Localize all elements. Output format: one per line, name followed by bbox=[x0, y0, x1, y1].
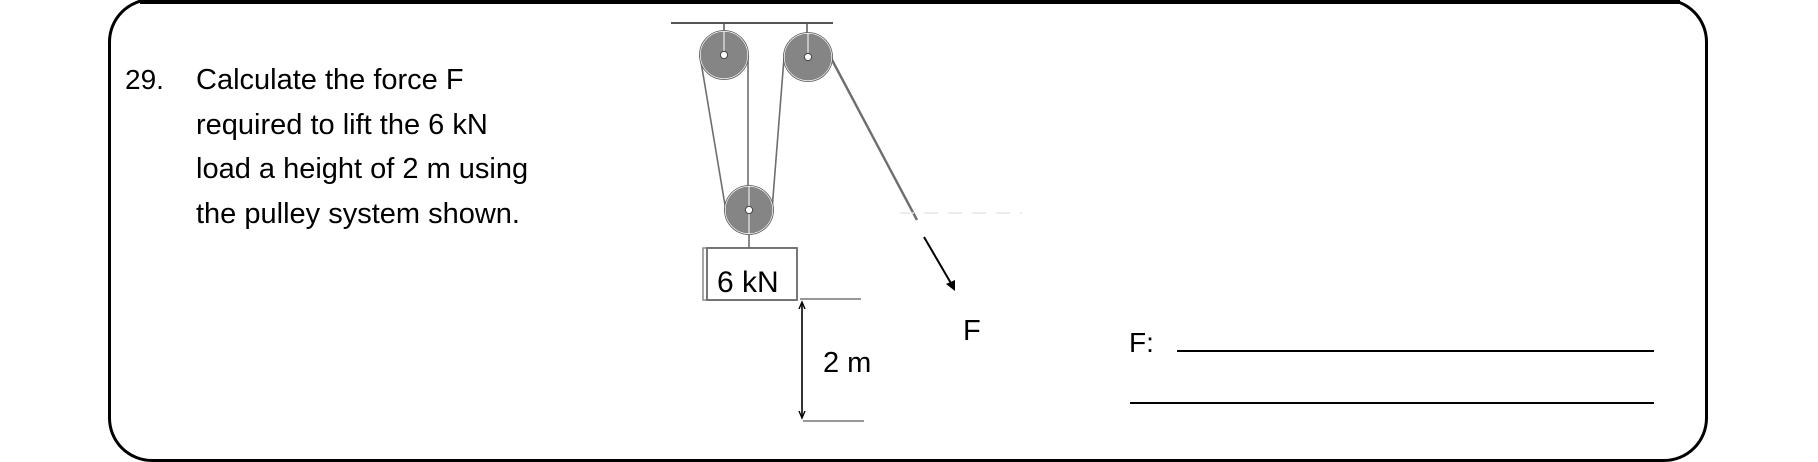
force-label: F bbox=[963, 315, 981, 347]
pulley-top-left bbox=[699, 30, 749, 80]
load-box bbox=[706, 247, 798, 301]
pulley-top-right bbox=[783, 32, 833, 82]
rope-right-inner bbox=[771, 57, 785, 211]
rope-left bbox=[699, 55, 727, 212]
force-arrow-head-icon bbox=[946, 280, 955, 291]
question-line: Calculate the force F bbox=[196, 64, 464, 96]
answer-input-line[interactable] bbox=[1177, 350, 1654, 352]
question-line: load a height of 2 m using bbox=[196, 153, 529, 185]
question-number: 29. bbox=[125, 64, 164, 95]
pulley-bottom-moving bbox=[724, 185, 774, 235]
question-line: the pulley system shown. bbox=[196, 197, 520, 230]
rope-pull bbox=[829, 57, 919, 221]
height-label: 2 m bbox=[823, 347, 872, 379]
working-input-line[interactable] bbox=[1130, 402, 1654, 404]
dim-arrow-down-icon bbox=[798, 410, 806, 420]
question-text: Calculate the force F required to lift t… bbox=[196, 58, 616, 236]
question-line: required to lift the 6 kN bbox=[196, 108, 488, 141]
dim-arrow-up-icon bbox=[798, 300, 806, 310]
force-arrow-shaft bbox=[923, 236, 953, 286]
answer-label: F: bbox=[1129, 327, 1154, 358]
load-label: 6 kN bbox=[717, 266, 779, 299]
page-top-border bbox=[140, 0, 1680, 4]
